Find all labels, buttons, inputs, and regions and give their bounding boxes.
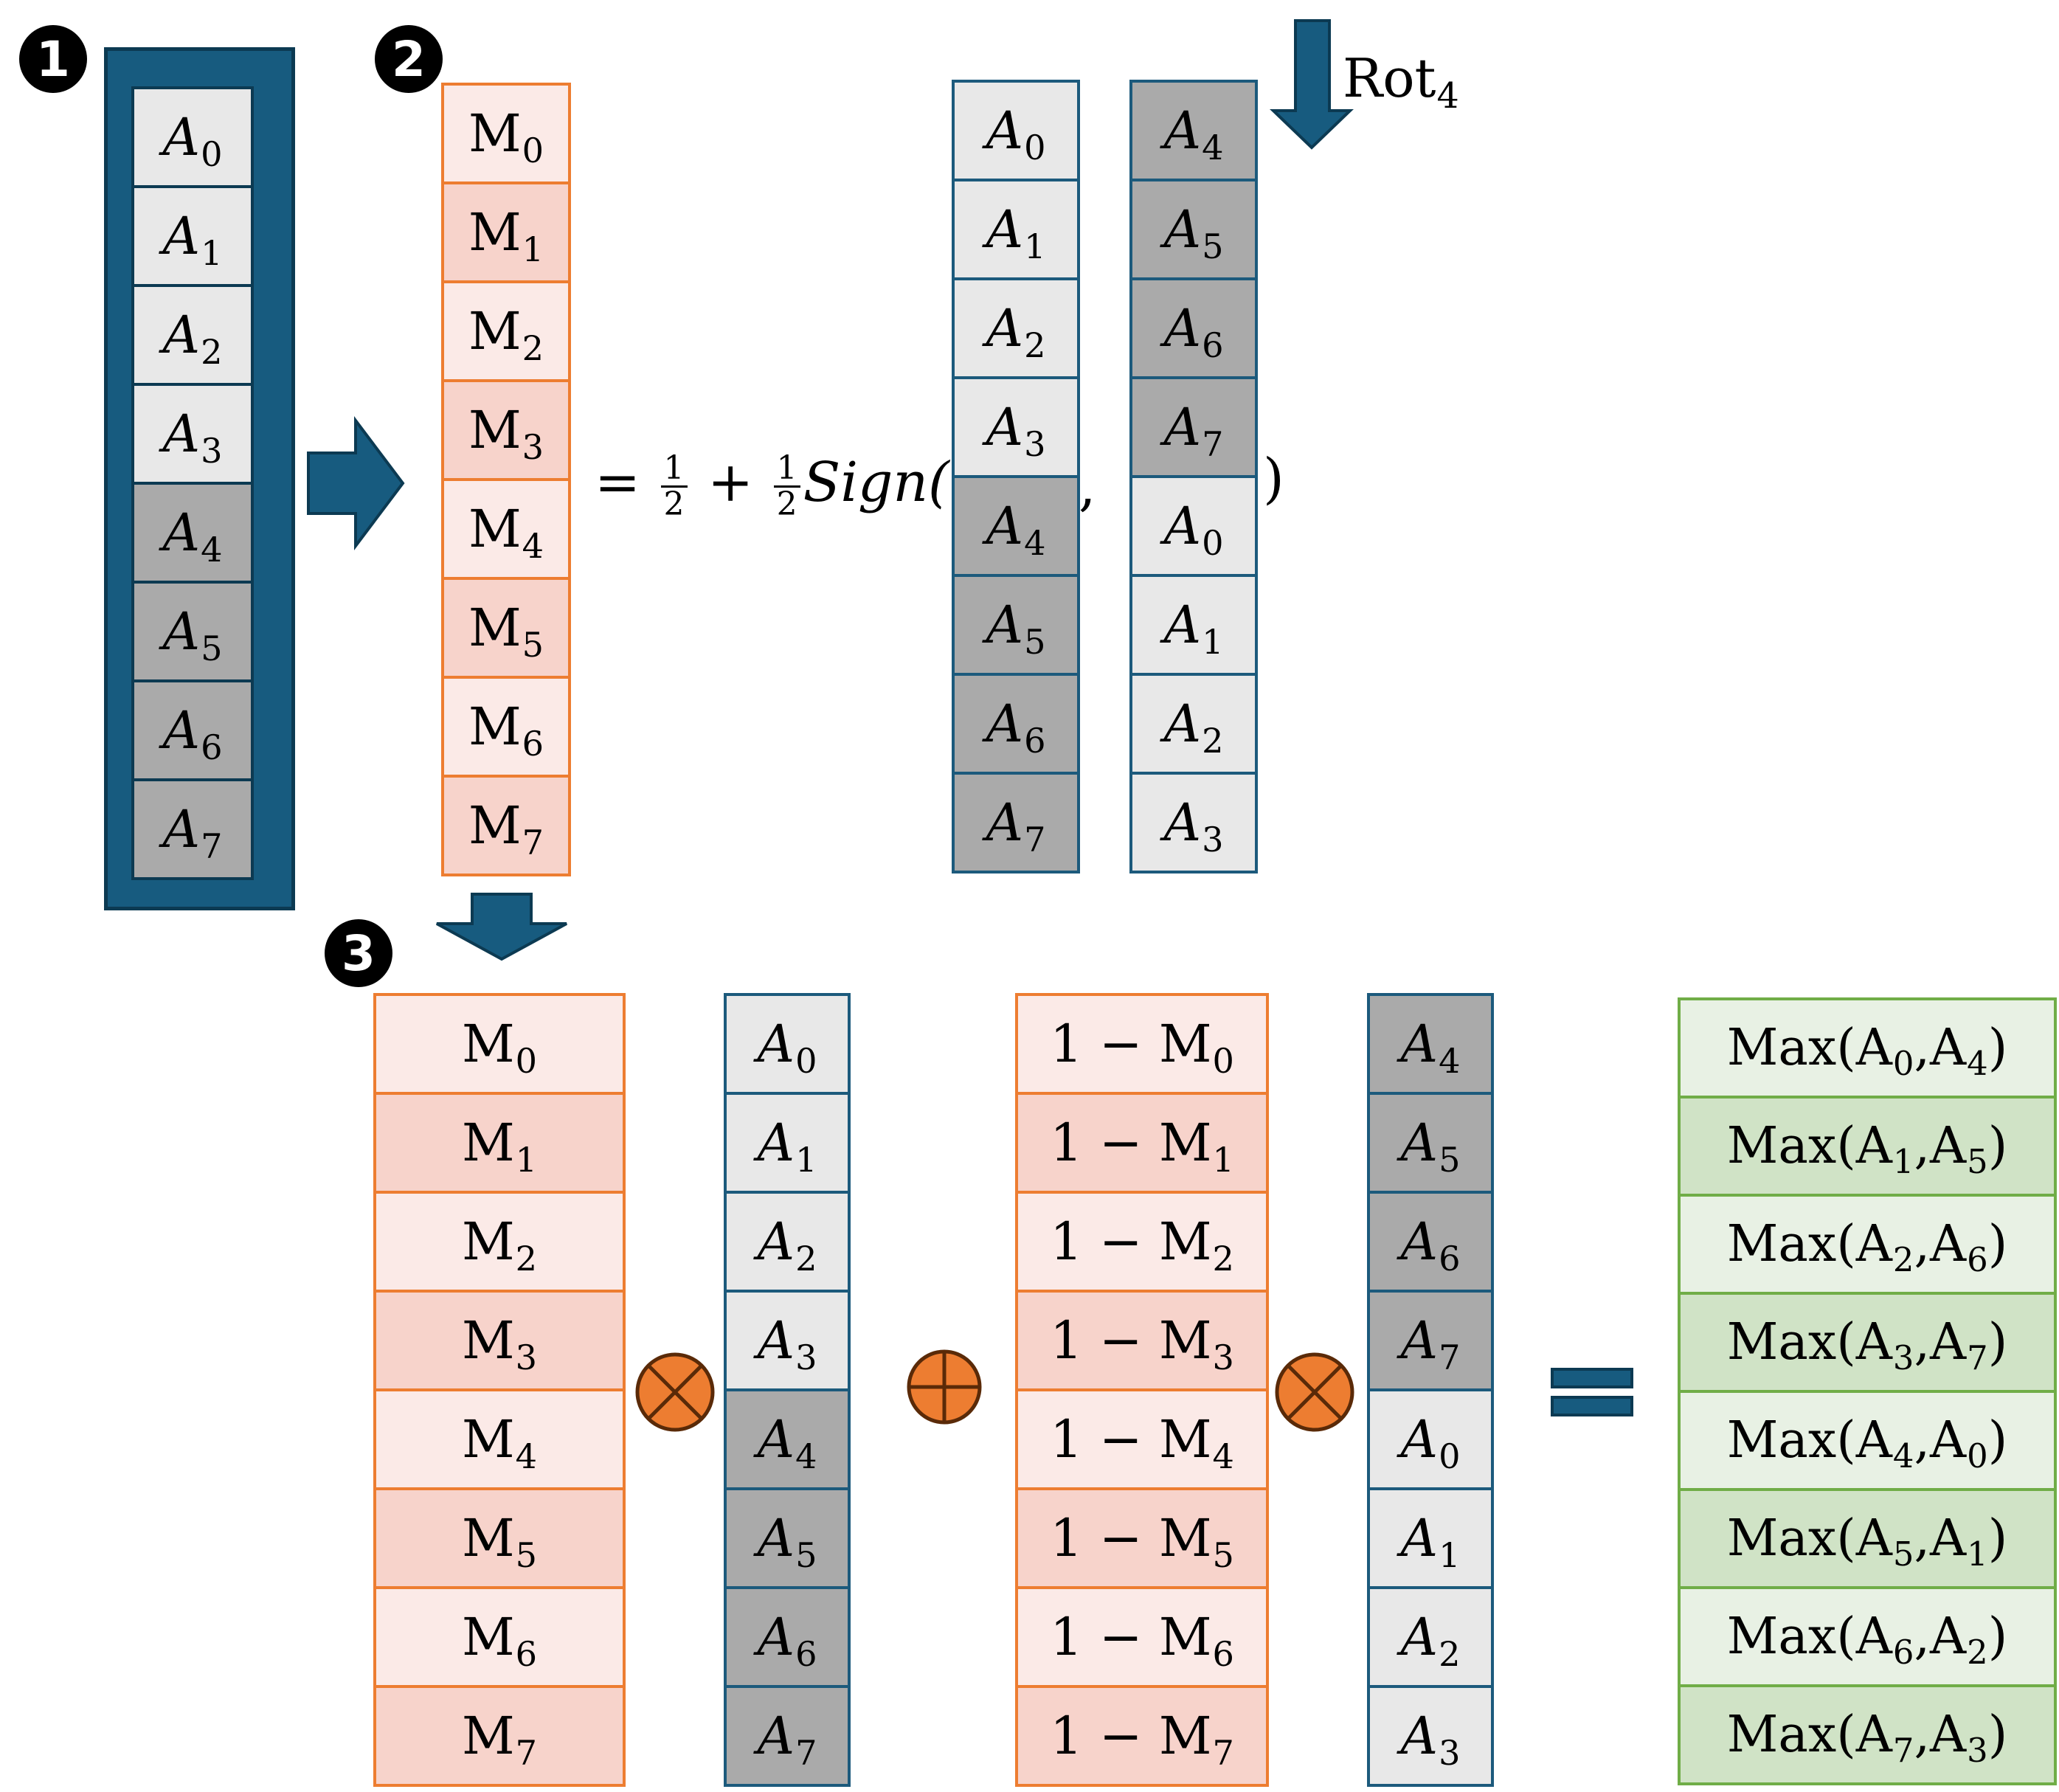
close-paren: ) xyxy=(1263,447,1284,511)
step-1-badge: 1 xyxy=(19,25,87,93)
equals-sign: = xyxy=(595,451,641,515)
comma: , xyxy=(1079,454,1096,518)
rot-label: Rot4 xyxy=(1343,47,1459,117)
step-3-badge: 3 xyxy=(325,919,392,987)
step-2-badge: 2 xyxy=(375,25,443,93)
sign-function: Sign( xyxy=(803,451,949,515)
plus-sign: + xyxy=(707,451,754,515)
